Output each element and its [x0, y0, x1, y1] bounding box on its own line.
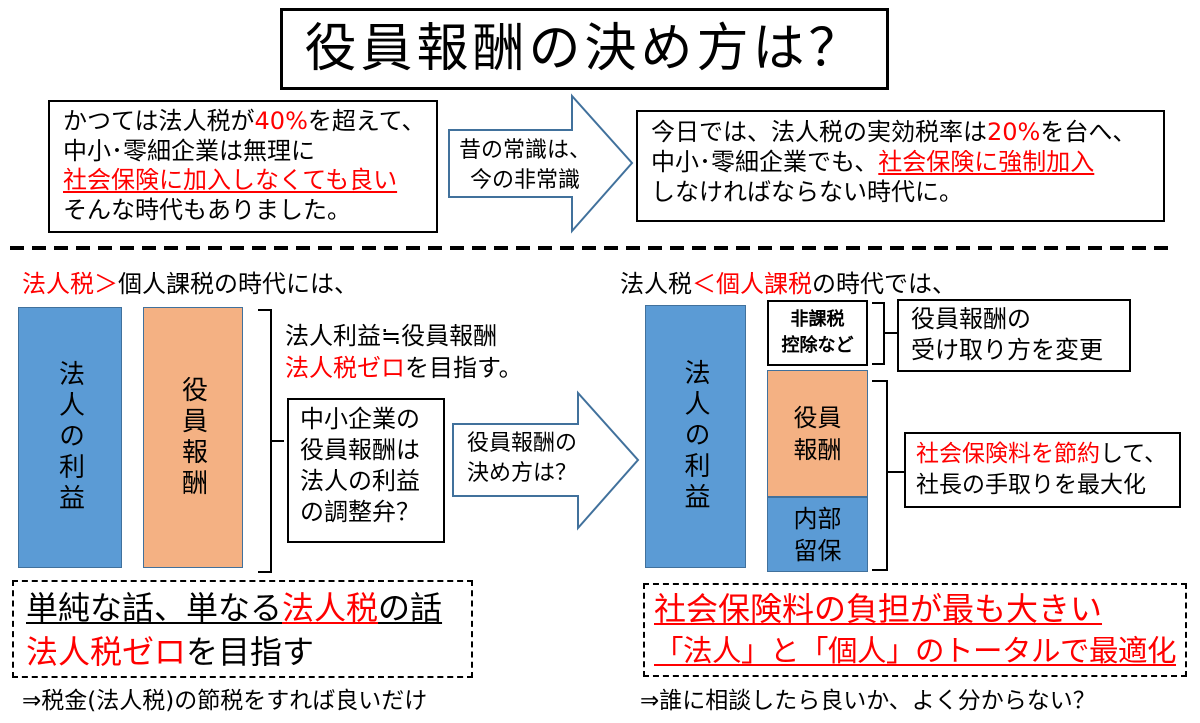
left-summary-line-1-end: の話 — [378, 589, 443, 627]
past-line-4: そんな時代もありました。 — [63, 195, 351, 224]
right-corporate-profit-bar: 法人の利益 — [645, 305, 746, 568]
transition-arrow-label: 昔の常識は、 今の非常識 — [450, 136, 600, 196]
left-executive-pay-label: 役員報酬 — [177, 375, 208, 500]
retained-earnings-line-1: 内部 — [793, 504, 842, 533]
lower-right-bracket — [872, 380, 904, 571]
zero-tax-rest: を目指す。 — [405, 354, 523, 382]
question-line-4: の調整弁？ — [300, 498, 420, 526]
right-summary-line-1-wrap: 社会保険料の負担が最も大きい — [654, 588, 1185, 630]
right-summary-line-1: 社会保険料の負担が最も大きい — [654, 590, 1103, 628]
present-line-1-start: 今日では、法人税の実効税率は — [651, 118, 987, 146]
left-section-heading: 法人税＞個人課税の時代には、 — [22, 268, 358, 300]
saving-highlight: 社会保険料を節約 — [916, 441, 1100, 467]
present-line-1: 今日では、法人税の実効税率は20%を台へ、 — [651, 117, 1163, 147]
left-corporate-profit-bar: 法人の利益 — [18, 307, 122, 568]
present-line-2-start: 中小･零細企業でも、 — [651, 148, 879, 176]
right-conclusion-note: ⇒誰に相談したら良いか、よく分からない？ — [640, 688, 1096, 714]
insurance-saving-box: 社会保険料を節約して、 社長の手取りを最大化 — [904, 432, 1181, 508]
transition-arrow-line-1: 昔の常識は、 — [458, 138, 591, 163]
non-taxable-box: 非課税 控除など — [767, 300, 868, 366]
left-summary-line-1: 単純な話、単なる法人税の話 — [26, 586, 471, 630]
right-summary-line-2: 「法人」と「個人」のトータルで最適化 — [654, 634, 1177, 668]
page-title: 役員報酬の決め方は？ — [304, 19, 865, 79]
left-heading-rest: 個人課税の時代には、 — [118, 270, 358, 298]
adjustment-question-box: 中小企業の 役員報酬は 法人の利益 の調整弁？ — [287, 398, 445, 543]
right-executive-pay-line-1: 役員 — [793, 403, 842, 432]
profit-equals-pay: 法人利益≒役員報酬 — [285, 322, 498, 350]
non-taxable-line-2: 控除など — [781, 335, 854, 356]
left-conclusion-note: ⇒税金(法人税)の節税をすれば良いだけ — [22, 688, 428, 714]
question-line-3: 法人の利益 — [300, 467, 420, 495]
past-line-3: 社会保険に加入しなくても良い — [63, 166, 398, 194]
upper-right-bracket — [872, 302, 897, 365]
change-line-1: 役員報酬の — [911, 305, 1031, 333]
current-tax-rate: 20% — [987, 118, 1041, 146]
title-box: 役員報酬の決め方は？ — [280, 8, 889, 90]
right-summary-box: 社会保険料の負担が最も大きい 「法人」と「個人」のトータルで最適化 — [643, 583, 1187, 677]
present-line-2: 中小･零細企業でも、社会保険に強制加入 — [651, 147, 1163, 177]
right-heading-start: 法人税 — [620, 270, 692, 298]
non-taxable-line-1: 非課税 — [790, 309, 845, 330]
question-line-1: 中小企業の — [300, 405, 420, 433]
left-corporate-profit-label: 法人の利益 — [54, 360, 85, 515]
past-era-box: かつては法人税が40%を超えて、 中小･零細企業は無理に 社会保険に加入しなくて… — [48, 100, 438, 233]
present-line-3: しなければならない時代に。 — [651, 178, 963, 206]
present-era-box: 今日では、法人税の実効税率は20%を台へ、 中小･零細企業でも、社会保険に強制加… — [636, 110, 1165, 222]
right-executive-pay-label: 役員 報酬 — [794, 402, 842, 466]
question-arrow-line-2: 決め方は？ — [466, 461, 577, 486]
left-executive-pay-bar: 役員報酬 — [143, 307, 243, 568]
right-corporate-profit-label: 法人の利益 — [680, 359, 710, 514]
change-line-2: 受け取り方を変更 — [911, 336, 1103, 364]
right-heading-rest: の時代では、 — [812, 270, 956, 298]
past-line-1-end: を超えて、 — [307, 107, 426, 135]
right-summary-line-2-wrap: 「法人」と「個人」のトータルで最適化 — [654, 630, 1185, 672]
change-receipt-method-box: 役員報酬の 受け取り方を変更 — [897, 299, 1131, 372]
past-line-1-start: かつては法人税が — [63, 107, 255, 135]
right-section-heading: 法人税＜個人課税の時代では、 — [620, 268, 956, 300]
transition-arrow — [448, 93, 634, 234]
saving-line-2: 社長の手取りを最大化 — [916, 472, 1146, 498]
question-arrow — [452, 390, 640, 531]
left-heading-highlight: 法人税＞ — [22, 270, 118, 298]
past-line-1: かつては法人税が40%を超えて、 — [63, 107, 436, 137]
mandatory-insurance-highlight: 社会保険に強制加入 — [878, 148, 1095, 176]
left-summary-line-2-rest: を目指す — [186, 633, 315, 671]
saving-line-1-rest: して、 — [1100, 441, 1168, 467]
present-line-1-end: を台へ、 — [1040, 118, 1137, 146]
retained-earnings-label: 内部 留保 — [794, 503, 842, 567]
past-line-2: 中小･零細企業は無理に — [63, 136, 315, 165]
retained-earnings-bar: 内部 留保 — [767, 497, 868, 572]
old-tax-rate: 40% — [254, 107, 308, 135]
question-arrow-label: 役員報酬の 決め方は？ — [447, 429, 597, 489]
right-executive-pay-line-2: 報酬 — [793, 435, 842, 464]
question-line-2: 役員報酬は — [300, 436, 420, 464]
zero-tax-goal: 法人税ゼロを目指す。 — [285, 352, 523, 384]
left-bracket — [258, 309, 284, 573]
zero-tax-highlight: 法人税ゼロ — [285, 354, 405, 382]
right-heading-highlight: ＜個人課税 — [692, 270, 812, 298]
left-summary-line-1-start: 単純な話、単なる — [26, 589, 283, 627]
left-summary-line-2: 法人税ゼロを目指す — [26, 630, 471, 674]
left-summary-tax-highlight: 法人税 — [282, 589, 379, 627]
transition-arrow-line-2: 今の非常識 — [469, 168, 580, 193]
saving-line-1: 社会保険料を節約して、 — [916, 439, 1179, 470]
right-executive-pay-bar: 役員 報酬 — [767, 370, 868, 497]
left-equation-block: 法人利益≒役員報酬 法人税ゼロを目指す。 — [285, 320, 523, 384]
retained-earnings-line-2: 留保 — [793, 536, 842, 565]
question-arrow-line-1: 役員報酬の — [466, 431, 577, 456]
left-summary-zero-tax: 法人税ゼロ — [26, 633, 187, 671]
left-summary-box: 単純な話、単なる法人税の話 法人税ゼロを目指す — [12, 580, 473, 678]
